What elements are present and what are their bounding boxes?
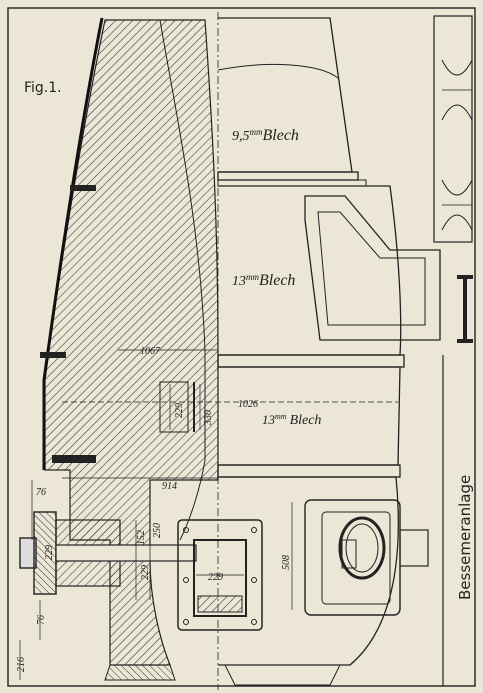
- tuyere-box: [177, 519, 263, 631]
- bottom-cap: [224, 664, 341, 686]
- dim-250: 250: [152, 523, 163, 538]
- bolt: [183, 527, 189, 533]
- plate-unit: mm: [246, 272, 259, 282]
- dim-229-opening: 229: [174, 403, 185, 418]
- inset-curve-2: [441, 179, 473, 231]
- dim-229-trunnion: 229: [44, 545, 55, 560]
- i-beam-bottom: [457, 339, 473, 343]
- plate-word: Blech: [263, 127, 299, 144]
- svg-text:13mmBlech: 13mmBlech: [262, 412, 321, 428]
- bolt: [251, 527, 257, 533]
- bolt: [251, 619, 257, 625]
- plate-label-1: 9,5mmBlech: [232, 127, 299, 144]
- plate-label-2: 13mmBlech: [232, 272, 295, 289]
- belt-ring-2: [217, 354, 405, 368]
- bottom-plate: [104, 664, 176, 681]
- dimension-lines: [19, 349, 398, 680]
- bracket-inner: [317, 211, 426, 326]
- dim-152: 152: [136, 530, 147, 545]
- dim-508: 508: [281, 555, 292, 570]
- bottom-bowl: [218, 476, 399, 666]
- sheet-border: [7, 7, 476, 687]
- bolt: [183, 577, 189, 583]
- dim-1026: 1026: [238, 399, 258, 410]
- belt-ring-3: [217, 464, 401, 478]
- belt-ring-1b: [217, 179, 367, 187]
- dim-1067: 1067: [140, 346, 161, 357]
- side-title: Bessemeranlage: [456, 475, 474, 600]
- upper-cone: [218, 17, 353, 173]
- trunnion-stub: [399, 529, 429, 567]
- shell-flange-trunnion: [52, 455, 96, 463]
- trunnion-key: [341, 539, 357, 569]
- trunnion-boss: [304, 499, 401, 616]
- dim-914: 914: [162, 481, 177, 492]
- plate-thickness: 13: [262, 412, 276, 427]
- opening-229: [159, 381, 189, 433]
- inset-frame: [433, 15, 473, 243]
- i-beam-web: [463, 279, 467, 339]
- inset-curve-1: [441, 59, 473, 121]
- tuyere-bar: [197, 595, 243, 613]
- dim-330: 330: [203, 410, 214, 426]
- inner-cavity-line: [159, 19, 206, 541]
- trunnion-bracket: [304, 195, 441, 341]
- belt-ring-1: [217, 171, 359, 181]
- svg-text:13mmBlech: 13mmBlech: [232, 272, 295, 289]
- middle-barrel: [218, 185, 402, 356]
- svg-text:9,5mmBlech: 9,5mmBlech: [232, 127, 299, 144]
- dim-229-tuyere: 229: [208, 572, 223, 583]
- plate-word: Blech: [259, 272, 295, 289]
- tuyere-channel: [55, 544, 197, 562]
- i-beam-top: [457, 275, 473, 279]
- plate-word: Blech: [290, 413, 322, 428]
- trunnion-boss-inner: [321, 511, 391, 605]
- dim-76-top: 76: [36, 487, 46, 498]
- dim-76-bottom: 76: [36, 615, 47, 625]
- plate-thickness: 13: [232, 274, 246, 289]
- plate-unit: mm: [250, 127, 263, 137]
- shell-flange-mid: [40, 352, 66, 358]
- bolt: [183, 619, 189, 625]
- figure-label: Fig.1.: [24, 80, 62, 96]
- trunnion-ring-view: [338, 516, 386, 580]
- plate-thickness: 9,5: [232, 129, 250, 144]
- trunnion-ring-inner: [345, 523, 379, 573]
- shell-flange-top: [70, 185, 96, 191]
- dim-229-left: 229: [140, 565, 151, 580]
- dim-216: 216: [16, 657, 27, 672]
- cone-seam: [217, 64, 339, 79]
- plate-unit: mm: [275, 412, 287, 421]
- bolt: [251, 577, 257, 583]
- tuyere-opening: [193, 539, 247, 617]
